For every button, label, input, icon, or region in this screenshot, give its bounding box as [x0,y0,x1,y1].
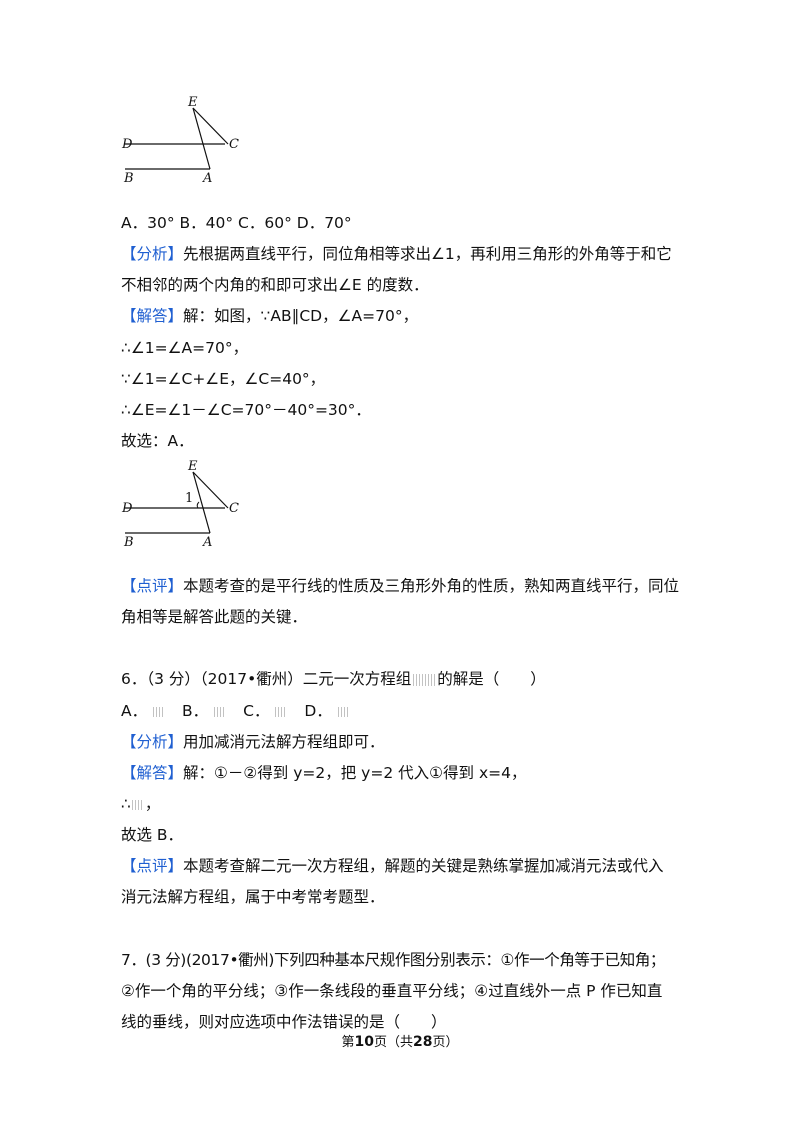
page-footer: 第10页（共28页） [341,1034,459,1050]
option-b-image [214,706,227,717]
q6-stem: 6．（3 分）（2017•衢州）二元一次方程组的解是（ ） [121,670,546,688]
comment-tag: 【点评】 [121,577,184,595]
q5-analysis-line-1: 【分析】先根据两直线平行，同位角相等求出∠1，再利用三角形的外角等于和它 [121,245,672,263]
q5-comment-line-2: 角相等是解答此题的关键． [121,608,308,626]
solution-image [131,799,144,810]
label-d: D [121,137,133,152]
label-b: B [123,171,134,186]
line-ec [192,107,229,145]
q5-solution-line-4: ∴∠E=∠1－∠C=70°－40°=30°． [121,401,371,419]
q7-line-2: ②作一个角的平分线；③作一条线段的垂直平分线；④过直线外一点 P 作已知直 [121,982,663,1000]
q6-solution-line-2: ∴， [121,795,161,813]
geometry-figure-2: E 1 D C B A [121,460,239,550]
q6-comment-line-1: 【点评】本题考查解二元一次方程组，解题的关键是熟练掌握加减消元法或代入 [121,857,664,875]
q5-choose: 故选：A． [121,432,194,450]
q6-analysis: 【分析】用加减消元法解方程组即可． [121,733,385,751]
label-e: E [187,96,198,110]
q5-solution-line-1: 【解答】解：如图，∵AB∥CD，∠A=70°， [121,307,419,325]
q5-analysis-line-2: 不相邻的两个内角的和即可求出∠E 的度数． [121,276,429,294]
q5-comment-line-1: 【点评】本题考查的是平行线的性质及三角形外角的性质，熟知两直线平行，同位 [121,577,680,595]
comment-tag: 【点评】 [121,857,184,875]
page-total: 28 [413,1034,433,1050]
solution-tag: 【解答】 [121,764,184,782]
label-a: A [202,171,212,186]
line-ec [192,471,229,509]
angle-arc [196,501,200,509]
q6-options: A． B． C． D． [121,701,354,721]
q5-solution-line-3: ∵∠1=∠C+∠E，∠C=40°， [121,370,326,388]
label-b: B [123,535,134,550]
option-d-image [337,706,350,717]
line-ea [192,471,211,534]
line-ea [192,107,211,170]
q5-options: A．30° B．40° C．60° D．70° [121,214,352,232]
page-number: 10 [354,1034,374,1050]
label-angle-1: 1 [185,491,193,506]
q5-solution-line-2: ∴∠1=∠A=70°， [121,339,249,357]
option-c-image [275,706,288,717]
q6-solution-line-1: 【解答】解：①－②得到 y=2，把 y=2 代入①得到 x=4， [121,764,527,782]
analysis-tag: 【分析】 [121,733,184,751]
geometry-figure-1: E D C B A [121,96,239,186]
q7-line-1: 7．(3 分)(2017•衢州)下列四种基本尺规作图分别表示：①作一个角等于已知… [121,951,666,969]
solution-tag: 【解答】 [121,307,184,325]
label-c: C [229,137,239,152]
analysis-tag: 【分析】 [121,245,184,263]
option-a-image [153,706,166,717]
q6-comment-line-2: 消元法解方程组，属于中考常考题型． [121,888,385,906]
label-a: A [202,535,212,550]
q7-line-3: 线的垂线，则对应选项中作法错误的是（ ） [121,1013,447,1031]
label-c: C [229,501,239,516]
q6-choose: 故选 B． [121,826,184,844]
label-e: E [187,460,198,474]
label-d: D [121,501,133,516]
equation-system-image [413,673,436,686]
